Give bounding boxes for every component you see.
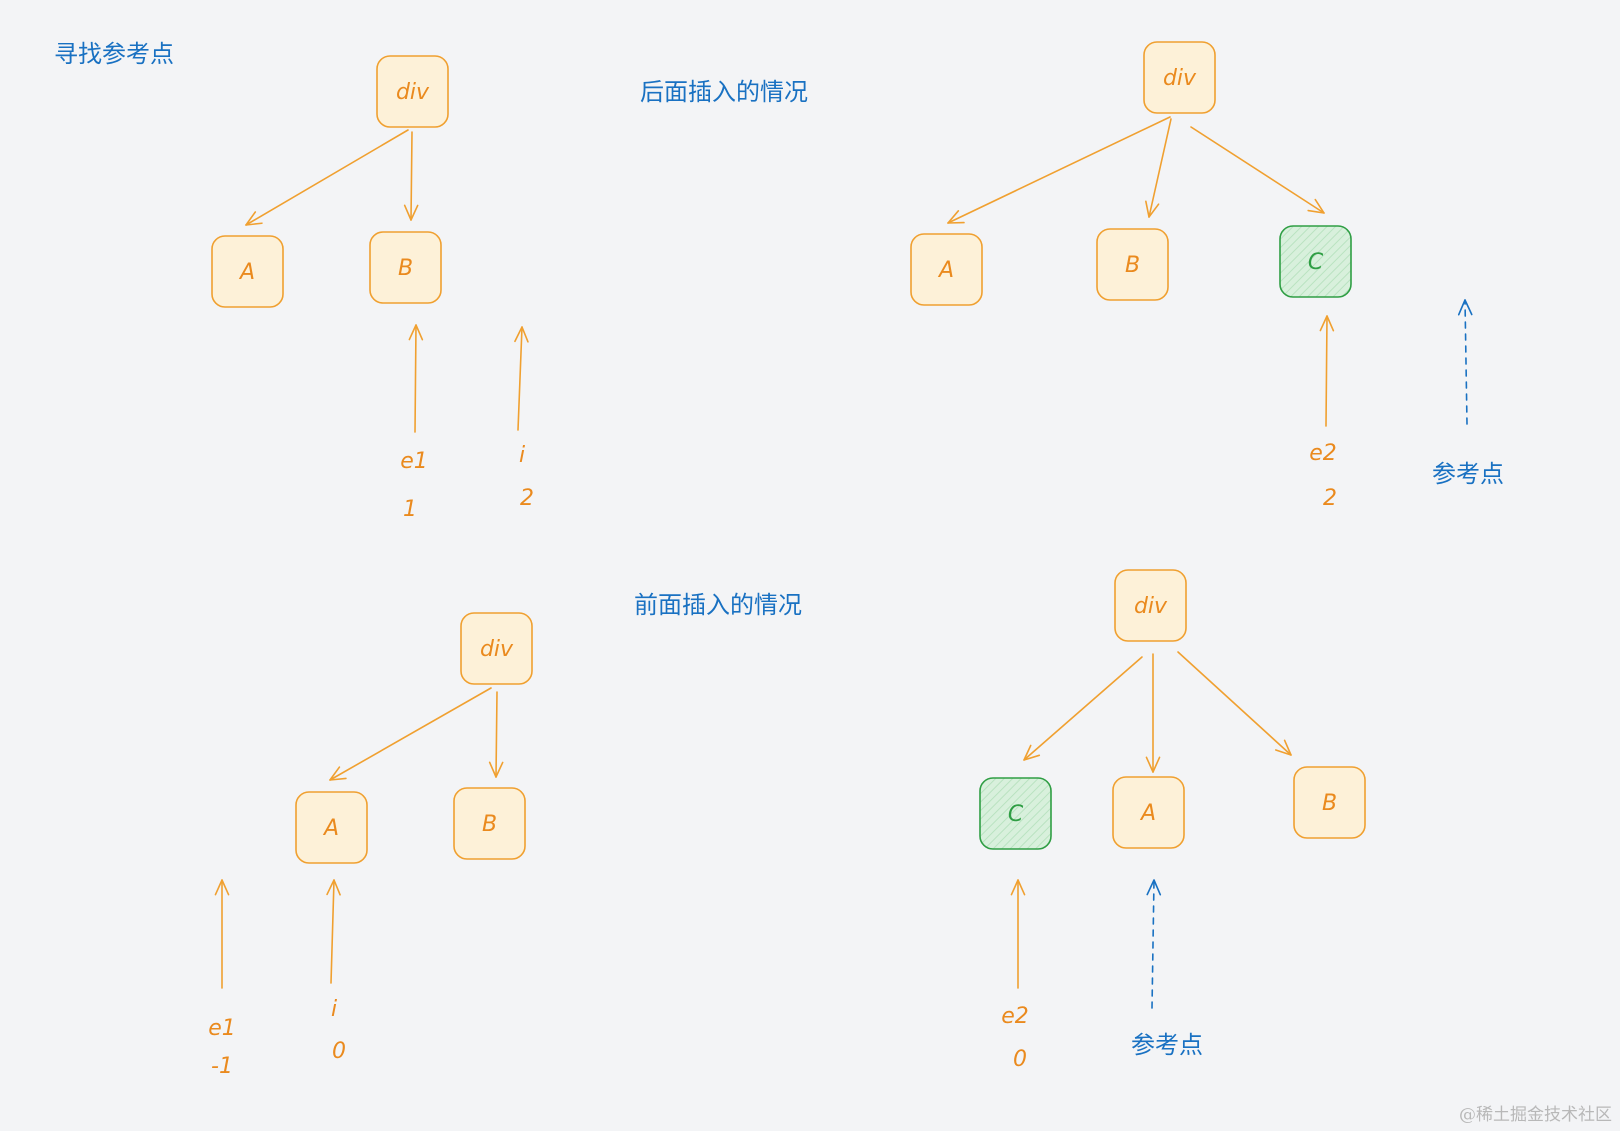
node-a-4-label: A xyxy=(1139,801,1156,826)
node-a-2-label: A xyxy=(937,258,954,283)
node-b-4-label: B xyxy=(1322,791,1337,816)
edge-div-to-a-4 xyxy=(1145,653,1161,773)
after-case-title: 后面插入的情况 xyxy=(640,78,808,106)
pointer-i-label: i xyxy=(519,443,525,468)
edge-div-to-c-2 xyxy=(1190,126,1325,214)
before-case-title: 前面插入的情况 xyxy=(634,591,802,619)
reference-arrow-1 xyxy=(1457,299,1473,425)
diagram-4: div C A B e2 0 参考点 xyxy=(979,569,1366,1072)
node-c-2: C xyxy=(1279,225,1352,298)
edge-div-to-b-3 xyxy=(488,691,504,778)
diagram-2: div A B C e2 2 参考点 xyxy=(910,41,1504,511)
node-c-2-label: C xyxy=(1308,250,1324,275)
node-b-3: B xyxy=(453,787,526,860)
edge-div-to-a-1 xyxy=(245,129,409,226)
diagram-3: div A B e1 -1 i 0 xyxy=(208,612,533,1079)
edge-div-to-b-2 xyxy=(1145,118,1172,218)
node-div-4-label: div xyxy=(1134,594,1168,619)
node-a-4: A xyxy=(1112,776,1185,849)
node-div-3-label: div xyxy=(480,637,514,662)
edge-div-to-b-1 xyxy=(403,131,419,221)
node-c-4: C xyxy=(979,777,1052,850)
watermark: @稀土掘金技术社区 xyxy=(1459,1105,1612,1125)
pointer-e2-value: 2 xyxy=(1323,486,1337,511)
pointer-e1-value-3: -1 xyxy=(211,1054,233,1079)
main-title: 寻找参考点 xyxy=(54,40,174,68)
node-a-1-label: A xyxy=(238,260,255,285)
node-div-1: div xyxy=(376,55,449,128)
edges-diagram-1 xyxy=(245,129,529,433)
reference-point-label-1: 参考点 xyxy=(1432,460,1504,488)
node-c-4-label: C xyxy=(1008,802,1024,827)
pointer-e1-label: e1 xyxy=(400,449,428,474)
pointer-e2-arrow xyxy=(1319,315,1335,427)
pointer-e1-arrow-3 xyxy=(214,879,230,989)
node-div-3: div xyxy=(460,612,533,685)
node-b-2-label: B xyxy=(1125,253,1140,278)
pointer-e1-label-3: e1 xyxy=(208,1016,236,1041)
node-div-1-label: div xyxy=(396,80,430,105)
node-b-3-label: B xyxy=(482,812,497,837)
pointer-e2-label-4: e2 xyxy=(1001,1004,1029,1029)
node-a-3-label: A xyxy=(322,816,339,841)
pointer-i-value: 2 xyxy=(520,486,534,511)
pointer-e1-arrow xyxy=(408,324,424,433)
node-div-2: div xyxy=(1143,41,1216,114)
node-div-2-label: div xyxy=(1163,66,1197,91)
node-b-2: B xyxy=(1096,228,1169,301)
reference-point-label-2: 参考点 xyxy=(1131,1031,1203,1059)
pointer-i-label-3: i xyxy=(331,997,337,1022)
edge-div-to-a-2 xyxy=(947,116,1171,224)
pointer-i-value-3: 0 xyxy=(332,1039,346,1064)
edges-diagram-3 xyxy=(214,687,504,989)
node-a-1: A xyxy=(211,235,284,308)
node-a-3: A xyxy=(295,791,368,864)
edges-diagram-2 xyxy=(947,116,1473,427)
pointer-e2-arrow-4 xyxy=(1010,879,1026,989)
diagram-1: div A B e1 1 i 2 xyxy=(211,55,534,522)
node-b-1: B xyxy=(369,231,442,304)
edges-diagram-4 xyxy=(1010,651,1292,1009)
edge-div-to-a-3 xyxy=(329,687,492,781)
edge-div-to-b-4 xyxy=(1177,651,1292,756)
pointer-i-arrow xyxy=(514,326,529,431)
node-b-4: B xyxy=(1293,766,1366,839)
node-a-2: A xyxy=(910,233,983,306)
node-div-4: div xyxy=(1114,569,1187,642)
pointer-e2-label: e2 xyxy=(1309,441,1337,466)
reference-arrow-2 xyxy=(1146,879,1162,1009)
edge-div-to-c-4 xyxy=(1023,656,1143,761)
pointer-e1-value: 1 xyxy=(403,497,417,522)
pointer-e2-value-4: 0 xyxy=(1013,1047,1027,1072)
pointer-i-arrow-3 xyxy=(326,879,341,984)
node-b-1-label: B xyxy=(398,256,413,281)
